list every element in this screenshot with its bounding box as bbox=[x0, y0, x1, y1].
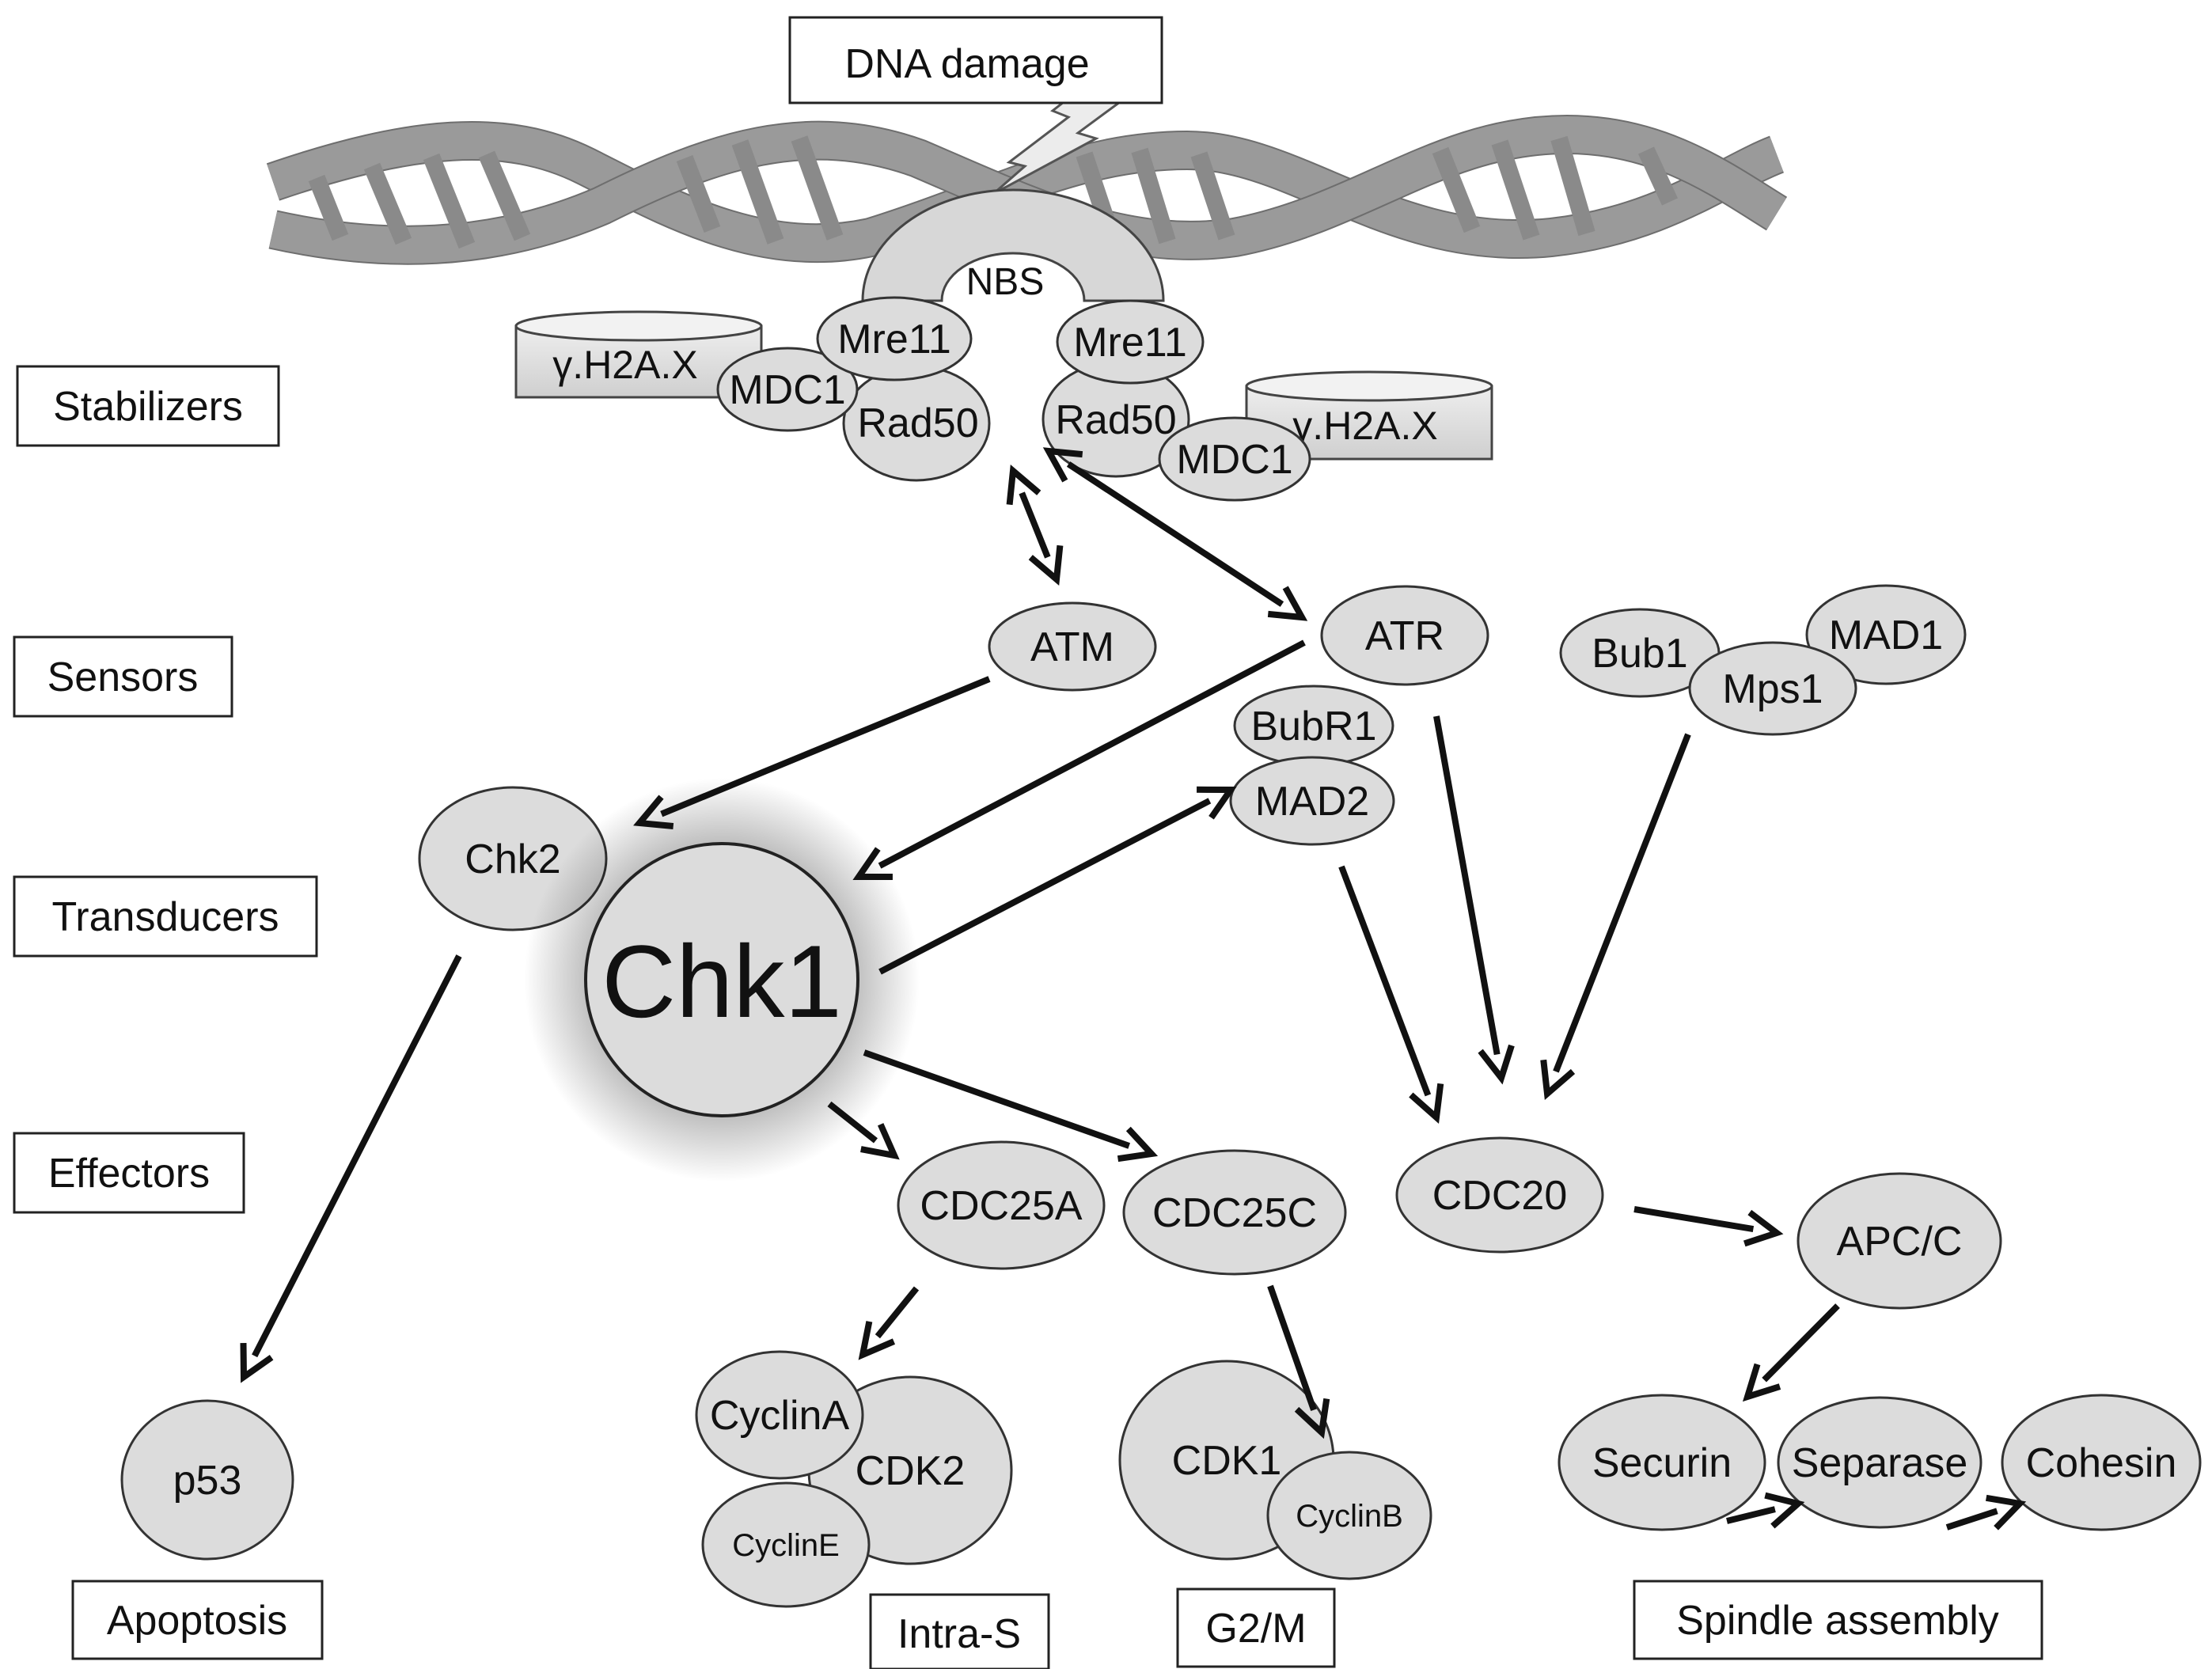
svg-text:Mps1: Mps1 bbox=[1722, 666, 1823, 712]
svg-text:MDC1: MDC1 bbox=[729, 367, 845, 413]
svg-text:MAD2: MAD2 bbox=[1255, 779, 1369, 825]
arrow-securin-separase bbox=[1726, 1492, 1805, 1529]
svg-text:p53: p53 bbox=[173, 1458, 242, 1504]
arrow-atr-cdc20 bbox=[1433, 715, 1515, 1085]
svg-text:CyclinA: CyclinA bbox=[710, 1393, 850, 1439]
outcome-spindle-assembly: Spindle assembly bbox=[1633, 1580, 2043, 1660]
arrow-complex-atm bbox=[1006, 465, 1064, 586]
rad50-right-node: Rad50 bbox=[1041, 361, 1190, 478]
dna-damage-title: DNA damage bbox=[788, 16, 1163, 104]
level-effectors-label: Effectors bbox=[13, 1132, 245, 1214]
arrow-chk2-p53 bbox=[240, 954, 462, 1383]
svg-text:Sensors: Sensors bbox=[47, 654, 199, 700]
svg-text:DNA damage: DNA damage bbox=[844, 41, 1089, 87]
svg-text:CDC25C: CDC25C bbox=[1152, 1190, 1317, 1236]
arrow-mad2-cdc20 bbox=[1338, 865, 1444, 1125]
mdc1-right-node: MDC1 bbox=[1158, 416, 1311, 502]
arrow-cdc20-apcc bbox=[1633, 1206, 1784, 1247]
mdc1-left-node: MDC1 bbox=[716, 347, 859, 432]
svg-text:Mre11: Mre11 bbox=[837, 317, 951, 362]
cyclinb-node: CyclinB bbox=[1266, 1451, 1432, 1580]
arrow-chk1-mad2 bbox=[878, 786, 1237, 975]
mre11-right-node: Mre11 bbox=[1056, 299, 1205, 385]
cdc25a-node: CDC25A bbox=[897, 1140, 1106, 1270]
svg-text:G2/M: G2/M bbox=[1205, 1606, 1306, 1652]
svg-text:Spindle assembly: Spindle assembly bbox=[1676, 1598, 1999, 1644]
svg-text:NBS: NBS bbox=[966, 261, 1045, 303]
arrow-chk1-cdc25c bbox=[863, 1049, 1159, 1163]
level-sensors-label: Sensors bbox=[13, 635, 233, 718]
mad1-node: MAD1 bbox=[1805, 584, 1967, 685]
nbs-arch: NBS bbox=[861, 188, 1165, 303]
mad2-node: MAD2 bbox=[1229, 756, 1395, 846]
arrow-apcc-securin bbox=[1742, 1303, 1840, 1402]
svg-text:Rad50: Rad50 bbox=[857, 400, 978, 446]
svg-text:Mre11: Mre11 bbox=[1073, 320, 1187, 366]
svg-text:MDC1: MDC1 bbox=[1176, 437, 1292, 483]
apcc-node: APC/C bbox=[1797, 1172, 2002, 1310]
svg-text:BubR1: BubR1 bbox=[1251, 704, 1377, 749]
svg-text:CyclinB: CyclinB bbox=[1296, 1499, 1403, 1534]
svg-text:Chk1: Chk1 bbox=[601, 924, 841, 1039]
svg-text:Chk2: Chk2 bbox=[465, 836, 560, 882]
svg-text:CDK2: CDK2 bbox=[856, 1448, 966, 1494]
svg-text:γ.H2A.X: γ.H2A.X bbox=[552, 343, 697, 387]
securin-node: Securin bbox=[1558, 1394, 1766, 1531]
svg-text:Stabilizers: Stabilizers bbox=[53, 384, 243, 430]
svg-text:APC/C: APC/C bbox=[1837, 1219, 1963, 1265]
atm-node: ATM bbox=[988, 601, 1157, 692]
chk1-node: Chk1 bbox=[584, 842, 859, 1117]
svg-text:Securin: Securin bbox=[1592, 1440, 1732, 1486]
svg-text:Effectors: Effectors bbox=[48, 1151, 210, 1197]
svg-text:Bub1: Bub1 bbox=[1592, 631, 1687, 677]
svg-text:CDK1: CDK1 bbox=[1172, 1438, 1282, 1484]
svg-text:Apoptosis: Apoptosis bbox=[107, 1598, 287, 1644]
arrow-complex-atr bbox=[1042, 447, 1308, 621]
svg-text:ATR: ATR bbox=[1365, 613, 1444, 659]
mre11-left-node: Mre11 bbox=[816, 296, 973, 381]
svg-text:Separase: Separase bbox=[1792, 1440, 1968, 1486]
arrow-cdc25c-cdk1 bbox=[1267, 1284, 1330, 1440]
svg-text:γ.H2A.X: γ.H2A.X bbox=[1292, 404, 1437, 448]
cyclina-node: CyclinA bbox=[695, 1350, 864, 1480]
level-transducers-label: Transducers bbox=[13, 875, 318, 958]
cycline-node: CyclinE bbox=[701, 1481, 871, 1608]
rad50-left-node: Rad50 bbox=[842, 365, 991, 482]
p53-node: p53 bbox=[120, 1399, 294, 1561]
atr-node: ATR bbox=[1320, 585, 1489, 686]
arrow-cdc25a-cyclina bbox=[858, 1286, 920, 1360]
svg-text:Transducers: Transducers bbox=[51, 894, 279, 940]
mps1-node: Mps1 bbox=[1688, 641, 1857, 736]
svg-text:CyclinE: CyclinE bbox=[732, 1528, 840, 1563]
svg-text:Cohesin: Cohesin bbox=[2026, 1440, 2177, 1486]
arrow-mps1-cdc20 bbox=[1540, 733, 1691, 1100]
arrow-separase-cohesin bbox=[1945, 1494, 2027, 1531]
outcome-g2m: G2/M bbox=[1176, 1587, 1336, 1668]
bubr1-node: BubR1 bbox=[1233, 685, 1394, 767]
svg-text:Intra-S: Intra-S bbox=[897, 1611, 1021, 1657]
separase-node: Separase bbox=[1777, 1396, 1982, 1529]
svg-text:Rad50: Rad50 bbox=[1055, 397, 1176, 443]
cohesin-node: Cohesin bbox=[2001, 1394, 2202, 1531]
bub1-node: Bub1 bbox=[1559, 608, 1721, 698]
arrow-atr-chk1 bbox=[852, 639, 1306, 881]
arrow-atm-chk2 bbox=[633, 676, 991, 830]
cdc25c-node: CDC25C bbox=[1122, 1149, 1347, 1276]
arrows-layer bbox=[240, 447, 2027, 1531]
outcome-apoptosis: Apoptosis bbox=[71, 1580, 324, 1660]
svg-text:CDC20: CDC20 bbox=[1432, 1173, 1568, 1219]
level-stabilizers-label: Stabilizers bbox=[16, 365, 280, 447]
svg-text:MAD1: MAD1 bbox=[1829, 613, 1943, 658]
svg-text:CDC25A: CDC25A bbox=[920, 1183, 1082, 1229]
cdc20-node: CDC20 bbox=[1395, 1136, 1604, 1254]
svg-text:ATM: ATM bbox=[1030, 624, 1114, 670]
arrow-chk1-cdc25a bbox=[827, 1101, 900, 1160]
outcome-intra-s: Intra-S bbox=[869, 1593, 1050, 1669]
